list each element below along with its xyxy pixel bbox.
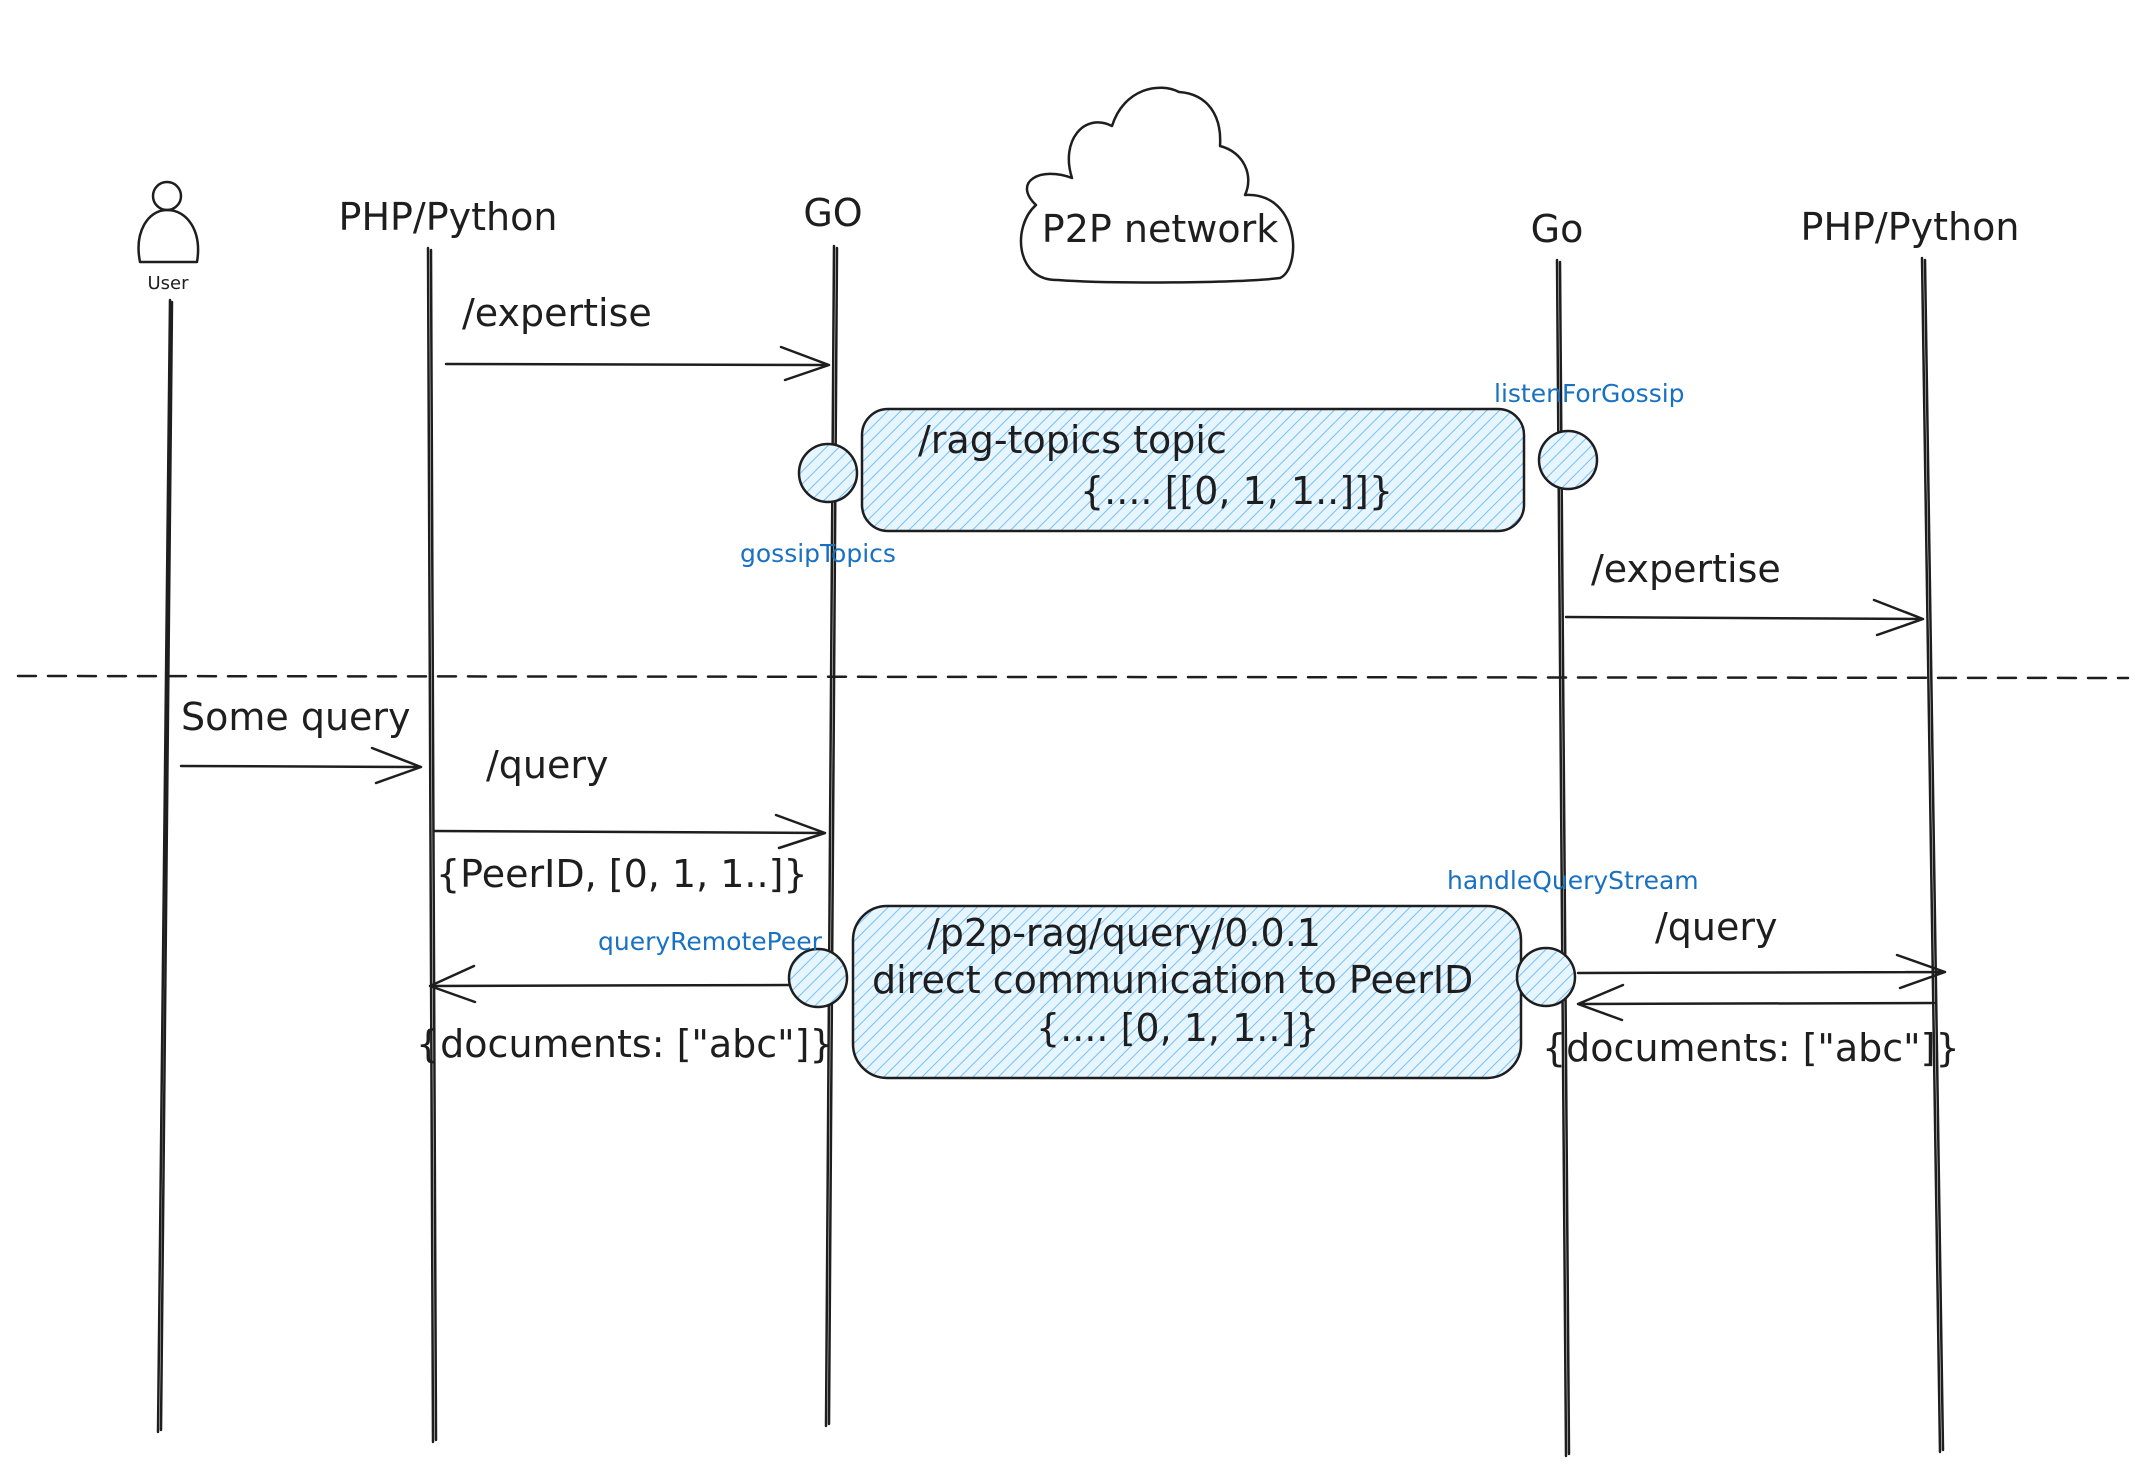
lifeline-client-right	[1920, 256, 1945, 1454]
message-expertise-right-label: /expertise	[1591, 547, 1781, 591]
participant-go-left: GO	[803, 191, 862, 235]
message-expertise-right: /expertise	[1564, 547, 1925, 637]
payload-documents-right: {documents: ["abc"]}	[1542, 1026, 1960, 1070]
participant-client-left: PHP/Python	[339, 195, 558, 239]
message-query-right-label: /query	[1655, 905, 1778, 949]
p2p-network-cloud: P2P network	[1019, 86, 1295, 284]
lifeline-client-left	[426, 246, 438, 1444]
participant-go-right: Go	[1531, 207, 1584, 251]
user-icon	[137, 180, 200, 264]
function-handle-label: handleQueryStream	[1447, 866, 1699, 895]
lifeline-go-left	[824, 244, 839, 1428]
network-label: P2P network	[1042, 207, 1278, 251]
function-listen-label: listenForGossip	[1494, 379, 1685, 408]
handle-query-node	[1515, 946, 1577, 1008]
participant-client-right: PHP/Python	[1801, 205, 2020, 249]
payload-documents-left: {documents: ["abc"]}	[416, 1022, 834, 1066]
stream-box-line3: {.... [0, 1, 1..]}	[1036, 1006, 1319, 1050]
payload-peer-vector: {PeerID, [0, 1, 1..]}	[436, 852, 808, 896]
user-label: User	[147, 273, 189, 294]
message-some-query-label: Some query	[181, 695, 411, 739]
stream-box-line2: direct communication to PeerID	[872, 958, 1473, 1002]
phase-divider	[16, 674, 2130, 680]
user-actor: User	[137, 180, 200, 294]
gossip-listen-node	[1537, 429, 1599, 491]
function-query-remote-label: queryRemotePeer	[598, 927, 823, 956]
gossip-topic-box: /rag-topics topic {.... [[0, 1, 1..]]}	[860, 407, 1526, 533]
message-expertise-left: /expertise	[444, 291, 831, 382]
message-query-right: /query	[1576, 905, 1947, 990]
gossip-box-line2: {.... [[0, 1, 1..]]}	[1080, 469, 1393, 513]
cloud-icon	[1019, 86, 1295, 284]
function-gossip-label: gossipTopics	[740, 539, 896, 568]
response-documents-left: {documents: ["abc"]}	[416, 964, 834, 1066]
response-documents-right: {documents: ["abc"]}	[1542, 983, 1960, 1070]
message-query-left: /query	[432, 743, 827, 850]
message-expertise-left-label: /expertise	[462, 291, 652, 335]
message-query-left-label: /query	[486, 743, 609, 787]
lifeline-user	[156, 298, 174, 1434]
stream-box-line1: /p2p-rag/query/0.0.1	[927, 911, 1321, 955]
message-some-query: Some query	[179, 695, 423, 785]
gossip-box-frame	[860, 407, 1526, 533]
gossip-publish-node	[797, 442, 859, 504]
query-stream-box: /p2p-rag/query/0.0.1 direct communicatio…	[851, 904, 1523, 1080]
query-remote-node	[787, 947, 849, 1009]
gossip-box-line1: /rag-topics topic	[918, 418, 1227, 462]
